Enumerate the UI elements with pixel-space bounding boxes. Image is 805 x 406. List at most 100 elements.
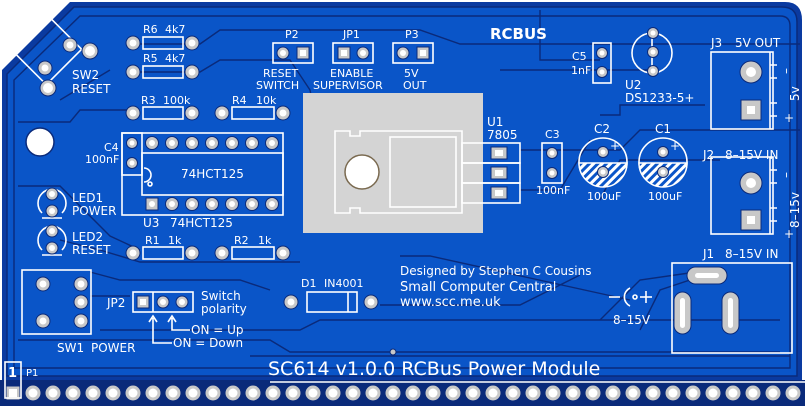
j2-side-label: 8–15v — [788, 192, 802, 228]
r1-ref: R1 — [145, 234, 160, 247]
r2-value: 1k — [258, 234, 272, 247]
j3-ref: J3 — [710, 36, 722, 50]
u3-ref: U3 — [143, 216, 159, 230]
u3-pin-hole — [229, 140, 235, 146]
led2-ref: LED2 — [72, 230, 103, 244]
u3-pin-hole — [169, 201, 175, 207]
header-pin-hole — [388, 388, 398, 398]
header-pin-hole — [88, 388, 98, 398]
u3-value: 74HCT125 — [170, 216, 233, 230]
c4-ref: C4 — [104, 141, 119, 154]
jp1-label2: SUPERVISOR — [313, 79, 383, 92]
c2-ref: C2 — [594, 122, 610, 136]
r3-ref: R3 — [141, 94, 156, 107]
u1-value: 7805 — [487, 128, 518, 142]
d1-value: IN4001 — [324, 277, 363, 290]
credit-designer: Designed by Stephen C Cousins — [400, 264, 591, 278]
resistor-r1: R1 1k — [125, 234, 200, 261]
supervisor-u2: U2 DS1233-5+ — [625, 27, 694, 105]
c3-value: 100nF — [536, 184, 570, 197]
barrel-jack-j1: J1 8–15V IN 8–15V — [609, 247, 793, 354]
j3-minus: – — [779, 68, 793, 74]
u2-value: DS1233-5+ — [625, 91, 694, 105]
capacitor-c2: + C2 100uF — [578, 122, 628, 203]
header-pin-hole — [9, 389, 17, 397]
sw2-reset-switch: SW2 RESET — [11, 14, 111, 97]
led2-reset: LED2 RESET — [37, 224, 111, 257]
header-pin-hole — [108, 388, 118, 398]
c3-ref: C3 — [545, 128, 560, 141]
jp2-label1: Switch — [201, 289, 241, 303]
sw1-label: POWER — [91, 341, 135, 355]
r3-value: 100k — [163, 94, 191, 107]
dc-polarity-symbol — [609, 287, 652, 307]
d1-ref: D1 — [301, 277, 316, 290]
header-pin-hole — [68, 388, 78, 398]
c1-ref: C1 — [655, 122, 671, 136]
u3-pin-hole — [209, 140, 215, 146]
header-pin-hole — [448, 388, 458, 398]
c2-value: 100uF — [587, 190, 621, 203]
header-pin-hole — [548, 388, 558, 398]
u1-heatsink — [303, 93, 483, 233]
u1-ref: U1 — [487, 115, 503, 129]
header-pin-hole — [308, 388, 318, 398]
u3-pin-hole — [229, 201, 235, 207]
header-pin-hole — [588, 388, 598, 398]
p2-label1: RESET — [263, 67, 299, 80]
jp1-label1: ENABLE — [330, 67, 373, 80]
j1-label: 8–15V IN — [725, 247, 778, 261]
header-pin-hole — [168, 388, 178, 398]
r4-ref: R4 — [232, 94, 247, 107]
credit-website: www.scc.me.uk — [400, 295, 501, 310]
u3-pin-hole — [269, 140, 275, 146]
header-pin-hole — [428, 388, 438, 398]
header-pin-hole — [688, 388, 698, 398]
jumper-jp2[interactable]: JP2 Switch polarity ON = Up ON = Down — [106, 289, 247, 350]
header-pin-hole — [748, 388, 758, 398]
header-pin-hole — [608, 388, 618, 398]
terminal-j2: J2 8–15V IN – 8–15v + — [702, 148, 802, 241]
p3-ref: P3 — [405, 28, 419, 41]
u3-pin-hole — [189, 140, 195, 146]
header-pin-hole — [248, 388, 258, 398]
capacitor-c3: C3 100nF — [536, 128, 570, 197]
jp1-ref: JP1 — [342, 28, 360, 41]
header-p1-pins — [5, 384, 802, 402]
u2-ref: U2 — [625, 78, 641, 92]
header-p1-label: 1 P1 — [4, 361, 38, 399]
j3-plus: + — [784, 111, 794, 125]
header-p2: P2 RESET SWITCH — [256, 28, 314, 92]
u3-body-label: 74HCT125 — [181, 167, 244, 181]
r5-ref: R5 — [143, 52, 158, 65]
header-pin-hole — [788, 388, 798, 398]
p1-ref: P1 — [26, 368, 38, 379]
c5-ref: C5 — [572, 50, 587, 63]
r6-ref: R6 — [143, 23, 158, 36]
resistor-r6: R6 4k7 — [125, 23, 200, 51]
header-pin-hole — [368, 388, 378, 398]
jp2-note-down: ON = Down — [173, 336, 243, 350]
resistor-r2: R2 1k — [214, 234, 291, 261]
header-pin-hole — [268, 388, 278, 398]
r2-ref: R2 — [234, 234, 249, 247]
j1-voltage: 8–15V — [613, 313, 651, 327]
jumper-jp1[interactable]: JP1 ENABLE SUPERVISOR — [313, 28, 383, 92]
r4-value: 10k — [256, 94, 277, 107]
u3-pin-hole — [209, 201, 215, 207]
header-pin-hole — [328, 388, 338, 398]
capacitor-c5: C5 1nF — [571, 42, 612, 84]
r1-value: 1k — [168, 234, 182, 247]
j2-label: 8–15V IN — [725, 148, 778, 162]
power-switch-sw1: SW1 POWER — [21, 269, 135, 355]
j1-ref: J1 — [702, 247, 714, 261]
header-pin-hole — [28, 388, 38, 398]
header-pin-hole — [148, 388, 158, 398]
u3-pin-hole — [269, 201, 275, 207]
mounting-hole — [25, 127, 55, 157]
resistor-r5: R5 4k7 — [125, 52, 200, 80]
j3-side-label: 5v — [788, 86, 802, 101]
ic-u3: 74HCT125 U3 74HCT125 — [121, 132, 284, 230]
c2-plus: + — [610, 139, 620, 153]
